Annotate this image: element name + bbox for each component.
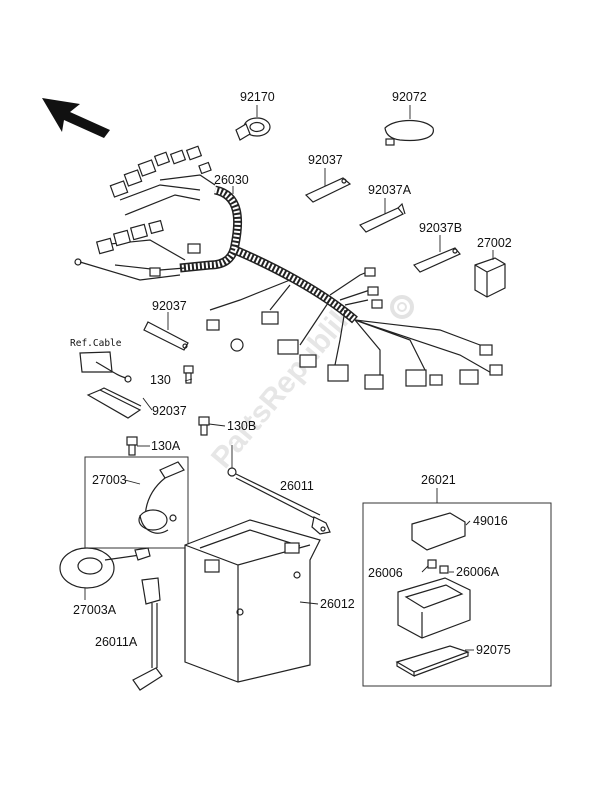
part-26021-fuse-box (362, 488, 552, 687)
part-27003-horn-box (84, 456, 189, 549)
part-labels: 92170 92072 92037 26030 92037A 92037B 27… (70, 90, 512, 657)
part-92170-clamp (235, 105, 271, 141)
part-130A-bolt (126, 436, 138, 456)
label-92037B: 92037B (419, 221, 462, 235)
part-130-bolt (183, 365, 194, 384)
part-92037-strap-mid (143, 312, 189, 351)
ref-cable (79, 351, 132, 383)
label-27003: 27003 (92, 473, 127, 487)
part-26011A-cable (132, 577, 163, 691)
label-92037A: 92037A (368, 183, 412, 197)
label-92075: 92075 (476, 643, 511, 657)
part-92037A-strap (359, 198, 406, 233)
gear-icon (390, 295, 414, 319)
label-26021: 26021 (421, 473, 456, 487)
part-92037-strap-low (86, 387, 142, 419)
part-26012-battery (184, 519, 321, 683)
part-26011-cable (227, 445, 331, 535)
part-27002-relay (474, 250, 506, 298)
label-130: 130 (150, 373, 171, 387)
part-92072-band (384, 105, 434, 146)
label-92037-mid: 92037 (152, 299, 187, 313)
label-92072: 92072 (392, 90, 427, 104)
label-92037-low: 92037 (152, 404, 187, 418)
part-130B-bolt (198, 416, 210, 436)
front-direction-arrow-icon (42, 98, 110, 138)
label-26012: 26012 (320, 597, 355, 611)
leader-lines (84, 378, 474, 651)
label-49016: 49016 (473, 514, 508, 528)
label-27003A: 27003A (73, 603, 117, 617)
label-26011: 26011 (280, 479, 314, 493)
label-26006: 26006 (368, 566, 403, 580)
label-92037-top: 92037 (308, 153, 343, 167)
label-26030: 26030 (214, 173, 249, 187)
label-26011A: 26011A (95, 635, 138, 649)
label-27002: 27002 (477, 236, 512, 250)
part-26030-wiring-harness (74, 145, 503, 390)
label-130B: 130B (227, 419, 256, 433)
part-92037B-strap (413, 235, 461, 273)
label-ref-cable: Ref.Cable (70, 338, 122, 349)
part-27003A-horn (59, 547, 151, 589)
label-130A: 130A (151, 439, 181, 453)
label-26006A: 26006A (456, 565, 500, 579)
label-92170: 92170 (240, 90, 275, 104)
watermark-text: PartsRepublik (205, 299, 360, 475)
part-92037-strap-top (304, 168, 352, 203)
